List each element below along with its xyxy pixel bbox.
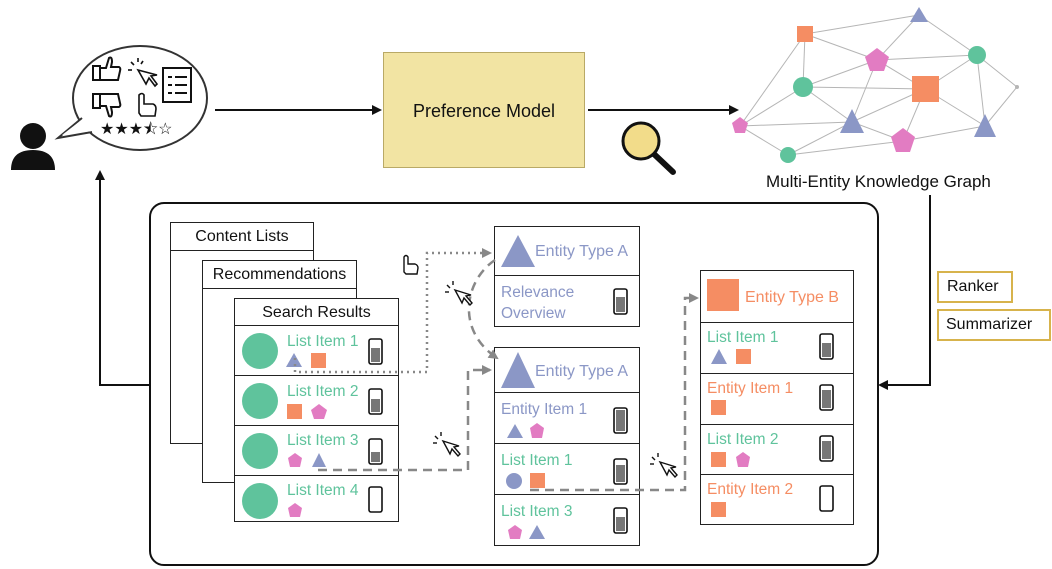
triangle-icon (529, 525, 545, 539)
thumbs-up-icon (92, 56, 122, 81)
square-icon (530, 473, 545, 488)
entity-item-label: Entity Item 2 (707, 481, 794, 498)
item-thumbnail-circle (242, 383, 278, 419)
entity-type-icon-wrap (501, 235, 535, 267)
list-item[interactable]: List Item 1 (495, 443, 639, 494)
list-item[interactable]: List Item 1 (701, 322, 853, 373)
sparkle-click-icon (128, 58, 159, 88)
entity-card-mid[interactable]: Entity Type A Entity Item 1 List Item 1 … (494, 347, 640, 546)
sparkle-cursor-icon (445, 281, 473, 307)
hand-cursor-icon (403, 254, 419, 275)
ranker-label: Ranker (947, 278, 999, 295)
knowledge-graph-nodes (732, 7, 1019, 163)
list-item-icons (242, 483, 383, 519)
content-lists-title: Content Lists (171, 223, 313, 251)
item-thumbnail-circle (242, 433, 278, 469)
square-icon (711, 400, 726, 415)
entity-type-title: Entity Type B (745, 289, 839, 306)
pentagon-icon (530, 423, 544, 438)
magnifier-icon (621, 121, 676, 175)
list-item-icons (242, 333, 383, 369)
list-item-label: List Item 4 (287, 482, 359, 499)
list-item-icons (242, 433, 383, 469)
list-item-icons (506, 458, 628, 489)
list-item-label: List Item 3 (287, 432, 359, 449)
list-icon (162, 67, 192, 103)
preference-model-label: Preference Model (412, 101, 556, 121)
ranker-tag: Ranker (937, 271, 1013, 303)
hand-pointer-icon (138, 92, 157, 117)
user-icon (11, 123, 55, 170)
thumbs-down-icon (92, 93, 122, 118)
list-item-icons (711, 333, 834, 364)
circle-icon (506, 473, 522, 489)
entity-item-label: Entity Item 1 (707, 380, 794, 397)
list-item-icons (711, 435, 834, 467)
triangle-icon (501, 235, 535, 267)
square-icon (711, 452, 726, 467)
list-item-label: List Item 2 (707, 431, 779, 448)
search-results-panel[interactable]: Search Results List Item 1 List Item 2 (234, 298, 399, 522)
entity-type-icon-wrap (501, 352, 535, 388)
list-item-label: List Item 1 (287, 333, 359, 350)
list-item-icons (711, 485, 834, 517)
list-item[interactable]: Entity Item 1 (495, 392, 639, 443)
list-item-icons (508, 507, 628, 539)
list-item-label: List Item 2 (287, 383, 359, 400)
relevance-gauge (368, 486, 383, 513)
list-item[interactable]: List Item 4 (235, 475, 398, 521)
knowledge-graph-caption: Multi-Entity Knowledge Graph (766, 172, 991, 191)
list-item-label: List Item 3 (501, 503, 573, 520)
list-item-label: List Item 1 (501, 452, 573, 469)
pentagon-icon (288, 503, 302, 517)
entity-card-top[interactable]: Entity Type A Relevance Overview (494, 226, 640, 327)
list-item-label: List Item 1 (707, 329, 779, 346)
recommendations-title: Recommendations (203, 261, 356, 289)
summarizer-label: Summarizer (946, 316, 1033, 333)
item-thumbnail-circle (242, 483, 278, 519)
square-icon (707, 279, 739, 311)
triangle-icon (312, 453, 326, 467)
pentagon-icon (508, 525, 522, 539)
list-item[interactable]: List Item 2 (235, 375, 398, 425)
list-item[interactable]: List Item 1 (235, 325, 398, 375)
triangle-icon (501, 352, 535, 388)
square-icon (736, 349, 751, 364)
pentagon-icon (736, 452, 750, 467)
entity-type-icon-wrap (707, 279, 739, 311)
list-item[interactable]: Entity Item 1 (701, 373, 853, 424)
relevance-overview-row[interactable]: Relevance Overview (495, 275, 639, 327)
entity-item-label: Entity Item 1 (501, 401, 588, 418)
list-item[interactable]: List Item 3 (235, 425, 398, 475)
list-item-icons (242, 383, 383, 419)
sparkle-cursor-icon (433, 432, 461, 458)
entity-type-title: Entity Type A (535, 243, 629, 260)
item-thumbnail-circle (242, 333, 278, 369)
preference-model-box: Preference Model (383, 52, 585, 168)
triangle-icon (507, 424, 523, 438)
rating-stars: ★★★⯪☆ (100, 121, 173, 138)
relevance-gauge (613, 288, 628, 315)
square-icon (311, 353, 326, 368)
summarizer-tag: Summarizer (937, 309, 1051, 341)
list-item[interactable]: Entity Item 2 (701, 474, 853, 525)
sparkle-cursor-icon (650, 453, 678, 479)
entity-type-title: Entity Type A (535, 363, 629, 380)
relevance-overview-label: Relevance Overview (501, 284, 575, 322)
relevance-gauge (819, 485, 834, 512)
list-item-icons (711, 384, 834, 415)
triangle-icon (711, 349, 727, 364)
entity-card-right[interactable]: Entity Type B List Item 1 Entity Item 1 … (700, 270, 854, 525)
list-item-icons (507, 407, 628, 438)
pentagon-icon (288, 453, 302, 467)
pentagon-icon (311, 404, 327, 419)
list-item[interactable]: List Item 3 (495, 494, 639, 546)
square-icon (711, 502, 726, 517)
list-item[interactable]: List Item 2 (701, 424, 853, 474)
square-icon (287, 404, 302, 419)
